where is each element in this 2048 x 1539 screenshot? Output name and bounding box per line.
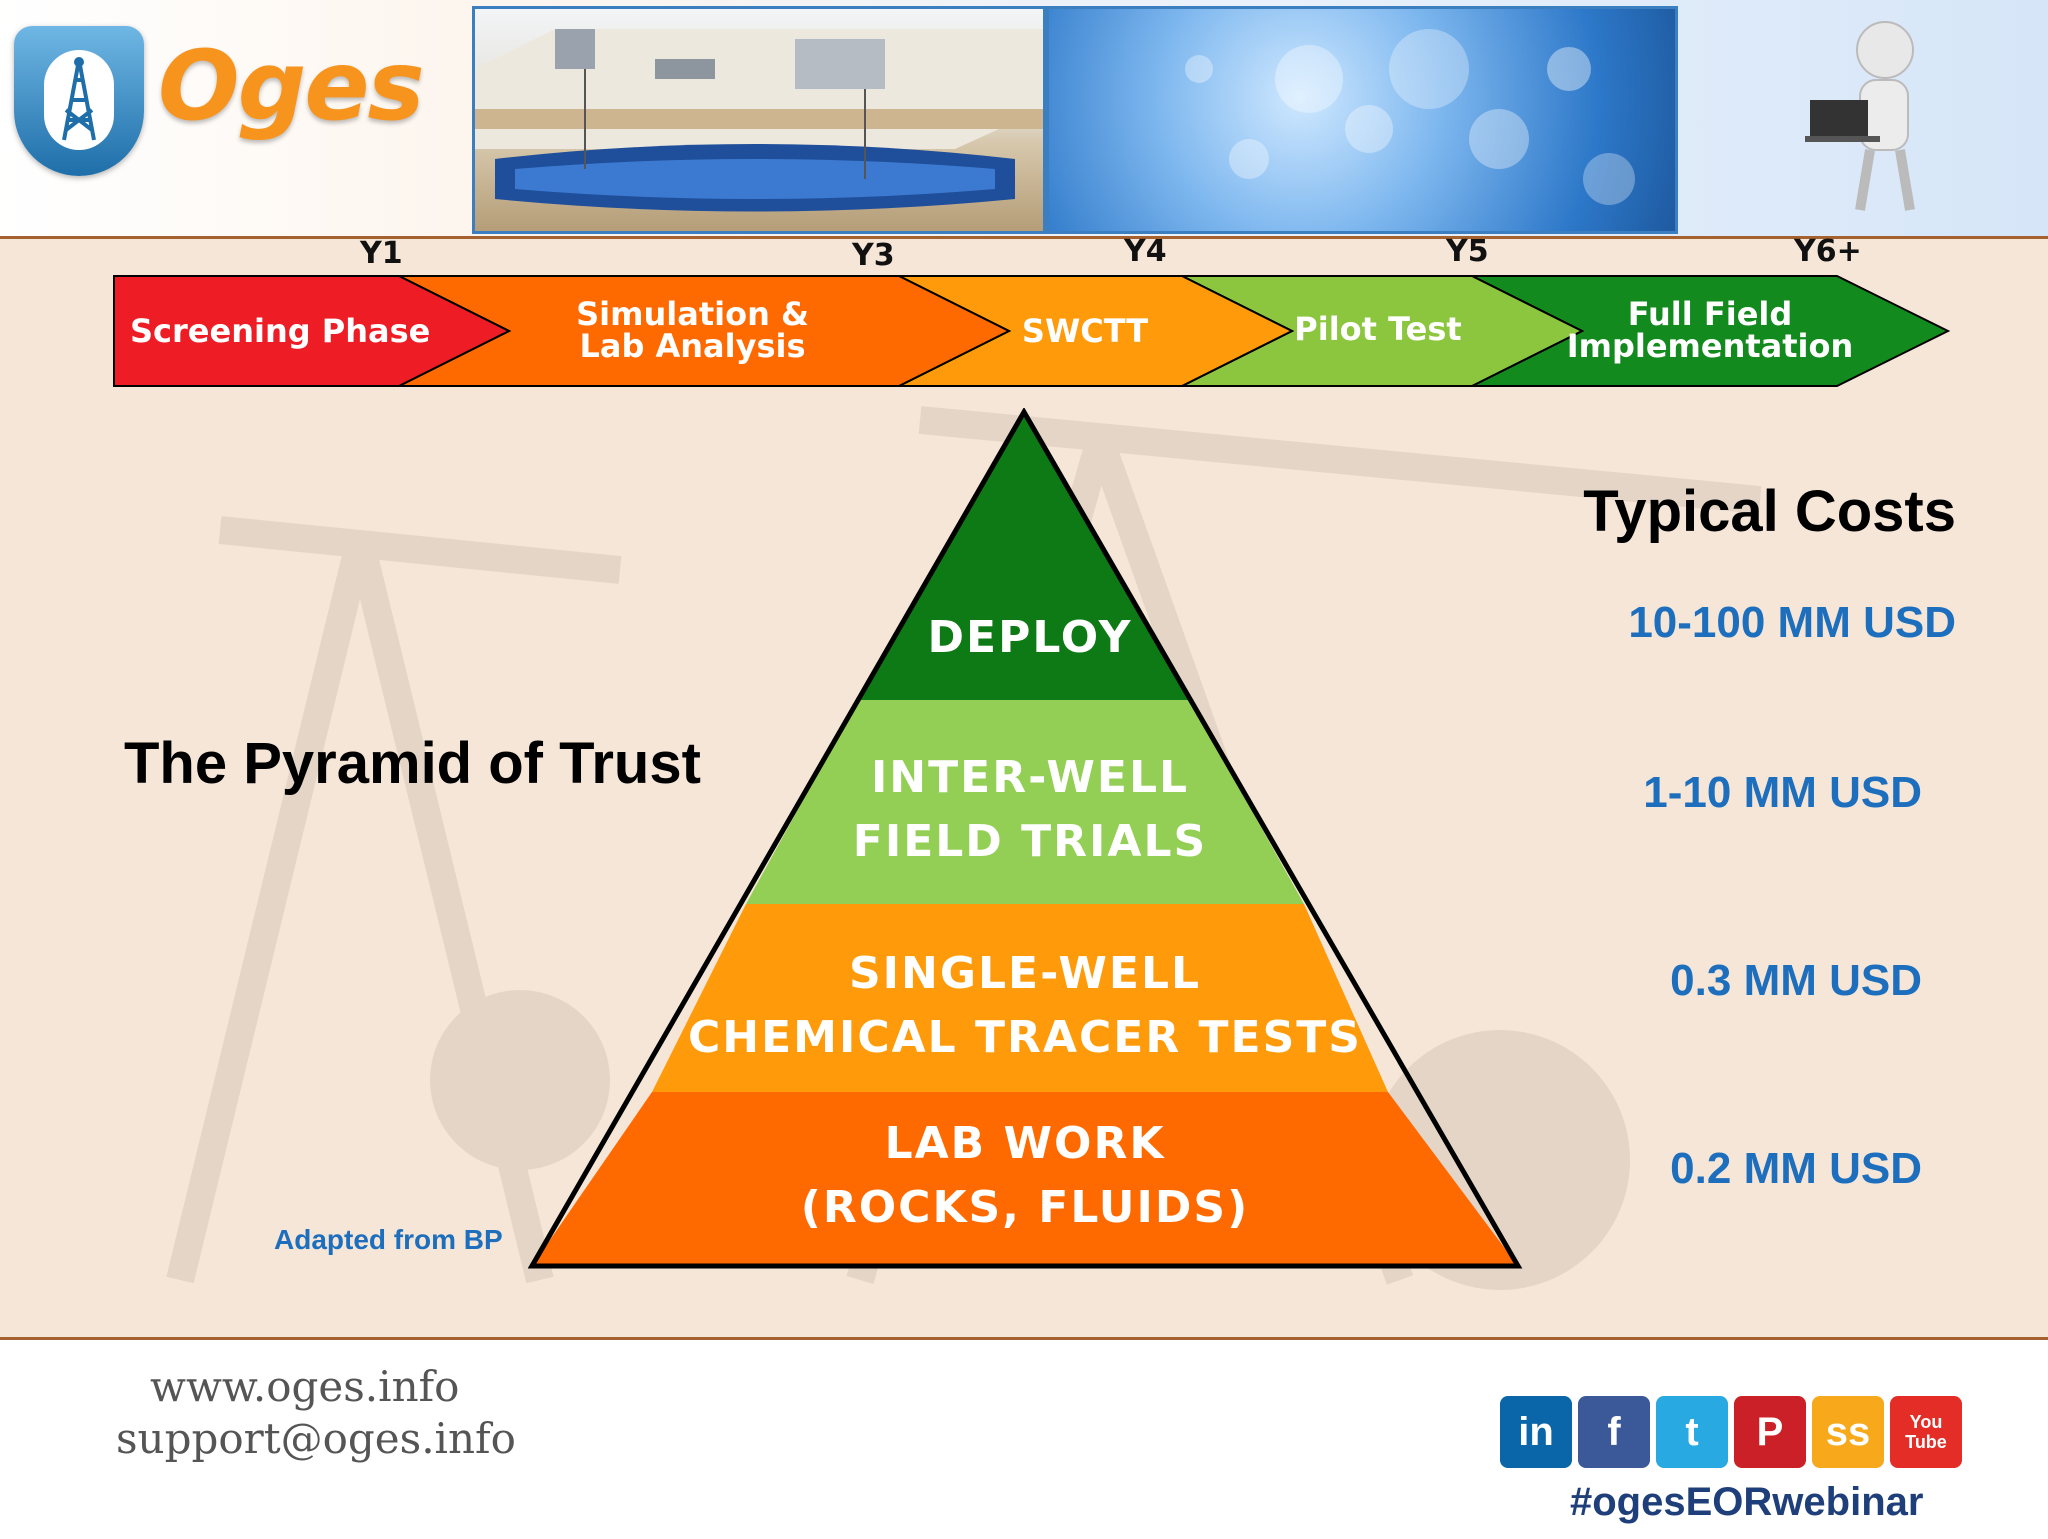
oges-shield-logo bbox=[14, 26, 144, 176]
phase-timeline bbox=[113, 275, 1951, 387]
pyramid-label-deploy: DEPLOY bbox=[830, 612, 1230, 663]
brand-logo-text: Oges bbox=[158, 30, 425, 142]
pyramid-label-single-well: SINGLE-WELL CHEMICAL TRACER TESTS bbox=[640, 942, 1410, 1070]
year-label-y3: Y3 bbox=[852, 238, 895, 273]
phase-label-line: Full Field bbox=[1627, 295, 1793, 333]
phase-label-line: Implementation bbox=[1566, 327, 1854, 365]
pinterest-icon[interactable]: P bbox=[1734, 1396, 1806, 1468]
typical-costs-title: Typical Costs bbox=[1583, 479, 1956, 544]
support-email-link[interactable]: support@oges.info bbox=[116, 1414, 516, 1463]
linkedin-icon[interactable]: in bbox=[1500, 1396, 1572, 1468]
pyramid-label-line: SINGLE-WELL bbox=[848, 948, 1202, 999]
website-link[interactable]: www.oges.info bbox=[150, 1362, 460, 1411]
year-label-y5: Y5 bbox=[1446, 234, 1489, 269]
pyramid-label-line: INTER-WELL bbox=[870, 752, 1190, 803]
phase-label-line: Simulation & bbox=[576, 295, 809, 333]
cost-lab-work: 0.2 MM USD bbox=[1670, 1144, 1922, 1193]
header-banner: Oges bbox=[0, 0, 2048, 239]
pyramid-of-trust-diagram bbox=[528, 408, 1523, 1269]
pyramid-level-inter-well bbox=[746, 700, 1304, 904]
pyramid-label-inter-well: INTER-WELL FIELD TRIALS bbox=[740, 746, 1320, 874]
pyramid-level-deploy bbox=[858, 412, 1190, 700]
phase-label-simulation: Simulation & Lab Analysis bbox=[520, 298, 865, 362]
reservoir-cross-section-image bbox=[472, 6, 1046, 234]
phase-label-line: SWCTT bbox=[1021, 312, 1149, 350]
phase-label-full-field: Full Field Implementation bbox=[1540, 298, 1880, 362]
slideshare-icon[interactable]: ss bbox=[1812, 1396, 1884, 1468]
pyramid-label-line: FIELD TRIALS bbox=[852, 816, 1208, 867]
pyramid-outline bbox=[528, 408, 1523, 1269]
derrick-icon bbox=[44, 50, 114, 150]
pyramid-label-lab-work: LAB WORK (ROCKS, FLUIDS) bbox=[660, 1112, 1390, 1240]
pyramid-label-line: (ROCKS, FLUIDS) bbox=[800, 1182, 1250, 1233]
year-label-y6: Y6+ bbox=[1794, 234, 1862, 269]
year-label-y1: Y1 bbox=[360, 236, 403, 271]
person-at-laptop-icon bbox=[1800, 10, 1940, 220]
bubbles-image bbox=[1046, 6, 1678, 234]
facebook-icon[interactable]: f bbox=[1578, 1396, 1650, 1468]
youtube-icon[interactable]: You Tube bbox=[1890, 1396, 1962, 1468]
phase-screening-arrow bbox=[113, 275, 512, 387]
cost-inter-well: 1-10 MM USD bbox=[1643, 768, 1922, 817]
phase-label-screening: Screening Phase bbox=[130, 312, 460, 350]
twitter-icon[interactable]: t bbox=[1656, 1396, 1728, 1468]
year-label-y4: Y4 bbox=[1124, 234, 1167, 269]
pyramid-level-lab-work bbox=[532, 1092, 1518, 1266]
source-note: Adapted from BP bbox=[274, 1224, 503, 1255]
pyramid-label-line: CHEMICAL TRACER TESTS bbox=[688, 1012, 1362, 1063]
phase-label-pilot: Pilot Test bbox=[1268, 310, 1488, 348]
pyramid-title: The Pyramid of Trust bbox=[124, 731, 701, 796]
phase-label-swctt: SWCTT bbox=[990, 312, 1180, 350]
phase-label-line: Screening Phase bbox=[130, 312, 431, 350]
phase-label-line: Pilot Test bbox=[1294, 310, 1462, 348]
cost-deploy: 10-100 MM USD bbox=[1628, 598, 1956, 647]
pyramid-label-line: DEPLOY bbox=[927, 612, 1133, 663]
phase-label-line: Lab Analysis bbox=[579, 327, 806, 365]
pyramid-level-single-well bbox=[652, 904, 1388, 1092]
cost-single-well: 0.3 MM USD bbox=[1670, 956, 1922, 1005]
pyramid-label-line: LAB WORK bbox=[884, 1118, 1166, 1169]
hashtag: #ogesEORwebinar bbox=[1570, 1480, 1924, 1524]
